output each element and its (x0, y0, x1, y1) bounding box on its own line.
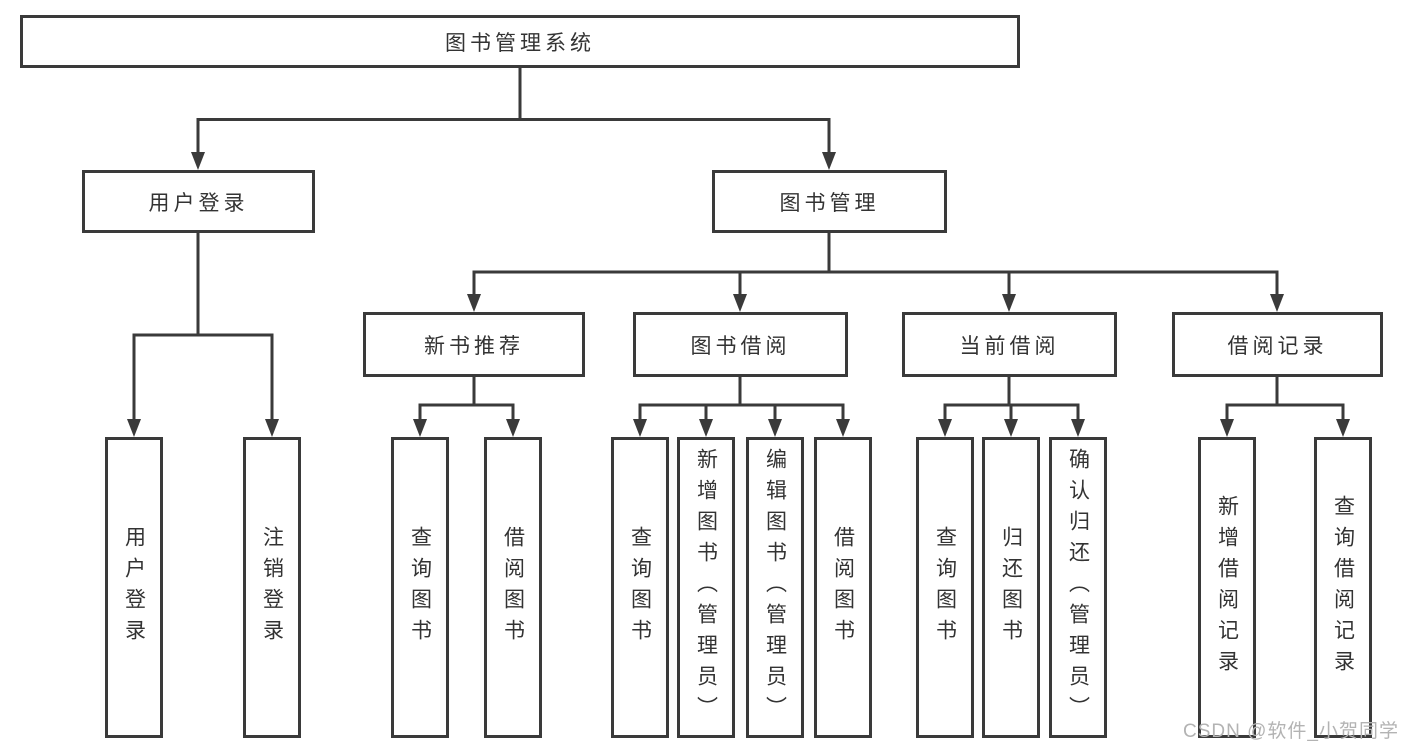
leaf-add-books-admin: 新增图书（管理员） (677, 437, 735, 738)
leaf-user-login-label: 用户登录 (122, 525, 146, 650)
leaf-query-books-2: 查询图书 (611, 437, 669, 738)
leaf-logout: 注销登录 (243, 437, 301, 738)
leaf-edit-books-admin-label: 编辑图书（管理员） (763, 448, 787, 727)
leaf-query-books-2-label: 查询图书 (628, 525, 652, 650)
leaf-query-books-1: 查询图书 (391, 437, 449, 738)
leaf-borrow-books-2-label: 借阅图书 (831, 525, 855, 650)
leaf-query-books-3: 查询图书 (916, 437, 974, 738)
connector-new-book-split (418, 377, 515, 421)
arrow-down-icon (1220, 419, 1234, 437)
arrow-down-icon (822, 152, 836, 170)
node-current-borrowing: 当前借阅 (902, 312, 1117, 377)
leaf-borrow-books-2: 借阅图书 (814, 437, 872, 738)
arrow-down-icon (938, 419, 952, 437)
arrow-down-icon (699, 419, 713, 437)
watermark: CSDN @软件_小贺同学 (1183, 721, 1399, 742)
arrow-down-icon (191, 152, 205, 170)
leaf-borrow-books-1-label: 借阅图书 (501, 525, 525, 650)
node-book-borrowing-label: 图书借阅 (690, 334, 791, 358)
leaf-query-books-3-label: 查询图书 (933, 525, 957, 650)
arrow-down-icon (265, 419, 279, 437)
arrow-down-icon (413, 419, 427, 437)
connector-root-split (196, 67, 831, 153)
node-user-login: 用户登录 (82, 170, 315, 233)
connector-borrow-record-split (1225, 377, 1345, 421)
connector-book-borrow-split (638, 377, 845, 421)
arrow-down-icon (1336, 419, 1350, 437)
node-book-management: 图书管理 (712, 170, 947, 233)
node-new-book-recommendation: 新书推荐 (363, 312, 585, 377)
node-root-label: 图书管理系统 (445, 31, 595, 55)
arrow-down-icon (836, 419, 850, 437)
arrow-down-icon (768, 419, 782, 437)
arrow-down-icon (1270, 294, 1284, 312)
leaf-query-borrow-record-label: 查询借阅记录 (1331, 494, 1355, 681)
leaf-add-borrow-record-label: 新增借阅记录 (1215, 494, 1239, 681)
connector-current-borrow-split (943, 377, 1080, 421)
leaf-edit-books-admin: 编辑图书（管理员） (746, 437, 804, 738)
arrow-down-icon (1002, 294, 1016, 312)
connector-user-login-split (132, 233, 274, 421)
leaf-query-borrow-record: 查询借阅记录 (1314, 437, 1372, 738)
leaf-add-books-admin-label: 新增图书（管理员） (694, 448, 718, 727)
node-borrowing-records: 借阅记录 (1172, 312, 1383, 377)
arrow-down-icon (506, 419, 520, 437)
leaf-logout-label: 注销登录 (260, 525, 284, 650)
leaf-confirm-return-admin: 确认归还（管理员） (1049, 437, 1107, 738)
node-book-borrowing: 图书借阅 (633, 312, 848, 377)
node-root: 图书管理系统 (20, 15, 1020, 68)
arrow-down-icon (733, 294, 747, 312)
node-borrowing-records-label: 借阅记录 (1227, 334, 1328, 358)
arrow-down-icon (127, 419, 141, 437)
leaf-query-books-1-label: 查询图书 (408, 525, 432, 650)
node-user-login-label: 用户登录 (148, 191, 249, 215)
arrow-down-icon (633, 419, 647, 437)
arrow-down-icon (467, 294, 481, 312)
leaf-borrow-books-1: 借阅图书 (484, 437, 542, 738)
leaf-add-borrow-record: 新增借阅记录 (1198, 437, 1256, 738)
node-new-book-recommendation-label: 新书推荐 (424, 334, 524, 358)
connector-book-mgmt-split (472, 233, 1279, 296)
node-current-borrowing-label: 当前借阅 (959, 334, 1060, 358)
leaf-return-books-label: 归还图书 (999, 525, 1023, 650)
leaf-return-books: 归还图书 (982, 437, 1040, 738)
arrow-down-icon (1004, 419, 1018, 437)
arrow-down-icon (1071, 419, 1085, 437)
leaf-confirm-return-admin-label: 确认归还（管理员） (1066, 448, 1090, 727)
node-book-management-label: 图书管理 (779, 191, 880, 215)
leaf-user-login: 用户登录 (105, 437, 163, 738)
